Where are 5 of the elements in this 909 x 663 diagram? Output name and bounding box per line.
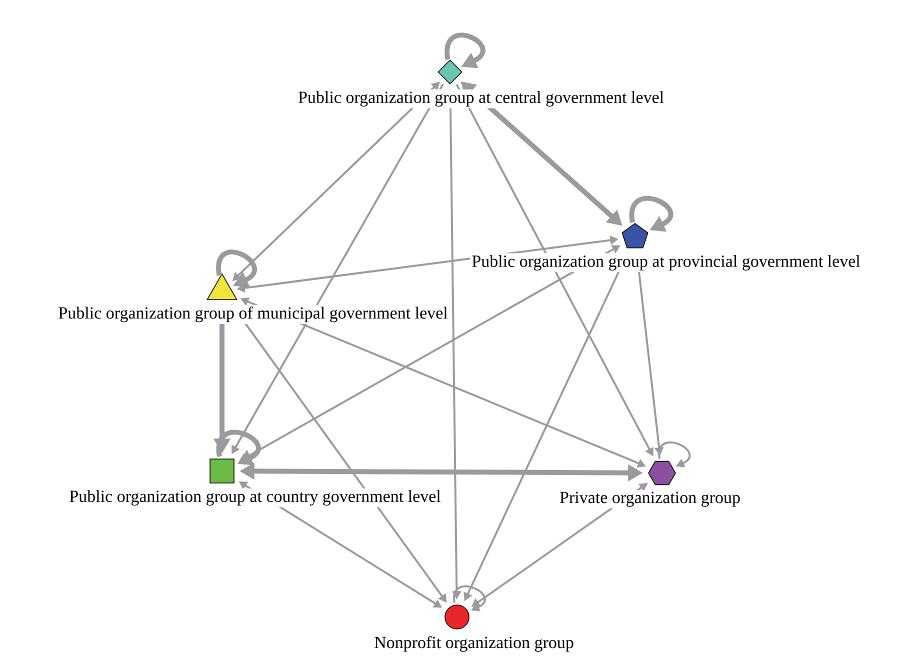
arrow xyxy=(444,32,486,68)
arrow xyxy=(630,196,674,232)
arrow xyxy=(658,442,691,468)
arrow xyxy=(216,250,257,288)
arrow xyxy=(453,585,486,612)
